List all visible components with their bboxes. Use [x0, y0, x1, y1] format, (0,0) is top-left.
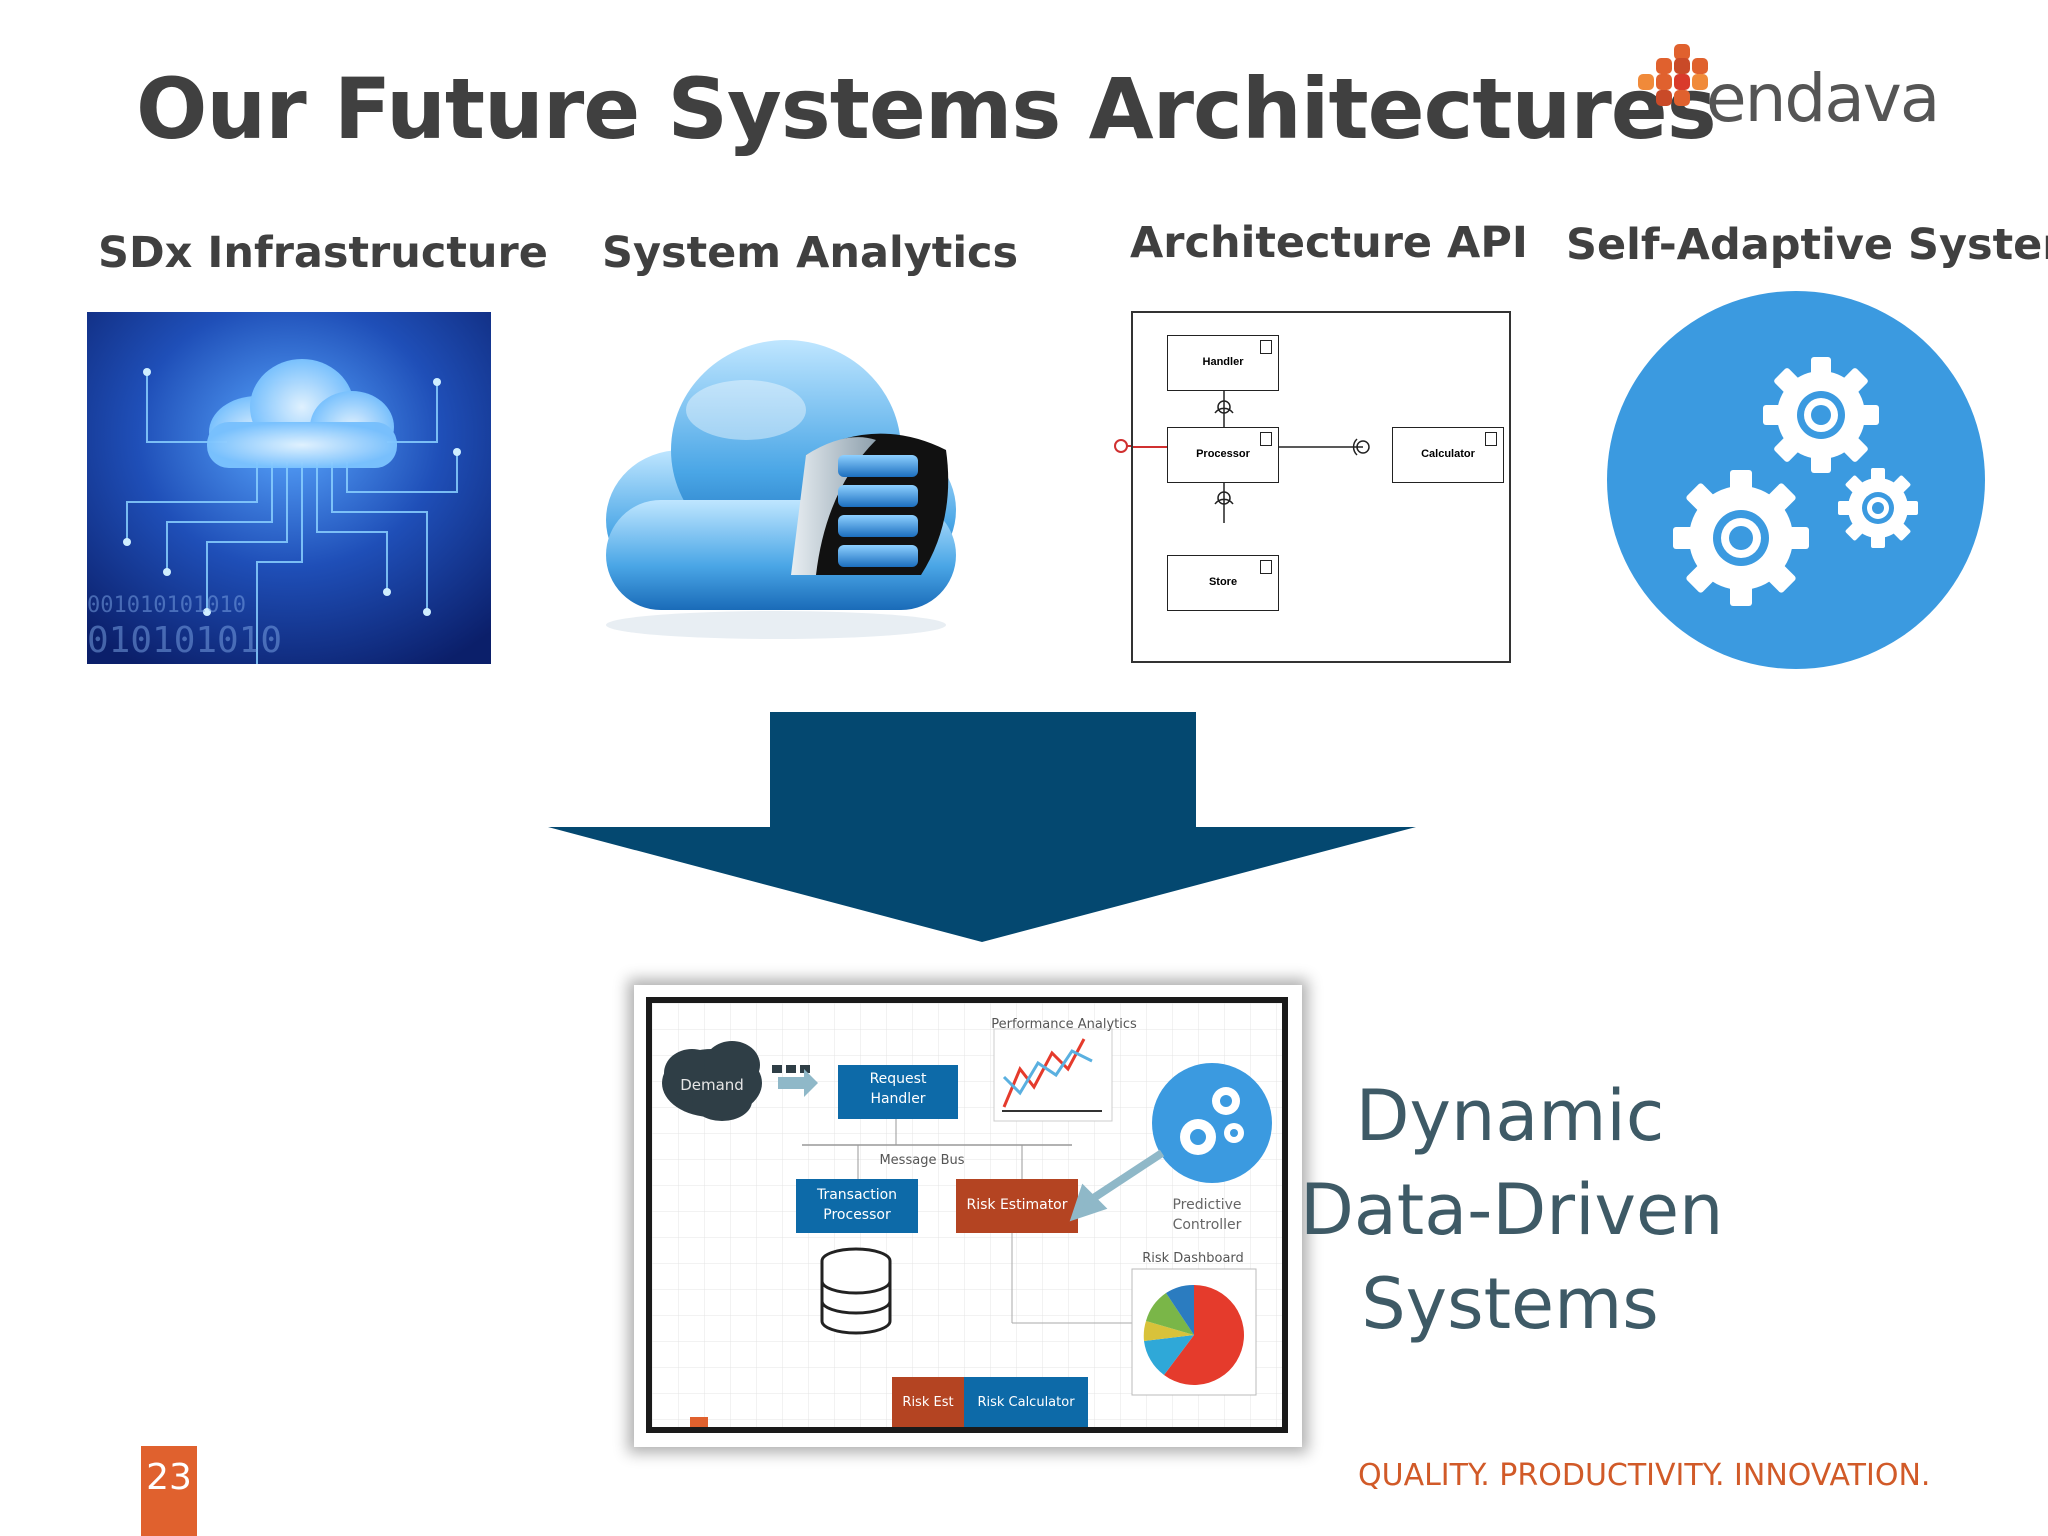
- page-number: 23: [141, 1446, 197, 1536]
- system-analytics-image: [576, 320, 980, 660]
- endava-logo: endava: [1630, 40, 1940, 150]
- transaction-processor-label: Transaction: [816, 1187, 898, 1203]
- risk-estimator-label: Risk Estimator: [966, 1197, 1068, 1213]
- request-handler-label-2: Handler: [870, 1091, 926, 1107]
- component-label: Calculator: [1421, 448, 1475, 460]
- dashboard-screenshot: Demand Request Handler Performance Analy…: [634, 985, 1302, 1447]
- down-arrow-icon: [548, 712, 1416, 942]
- component-icon: [1260, 432, 1272, 446]
- slide-title: Our Future Systems Architectures: [136, 60, 1717, 158]
- tagline: QUALITY. PRODUCTIVITY. INNOVATION.: [1358, 1458, 1931, 1493]
- predictive-controller-label: Predictive: [1172, 1197, 1242, 1213]
- gears-icon: [1607, 291, 1985, 669]
- message-bus-label: Message Bus: [879, 1153, 965, 1168]
- heading-sdx-infrastructure: SDx Infrastructure: [98, 228, 548, 278]
- risk-calculator-label: Risk Calculator: [977, 1395, 1075, 1410]
- result-line-2: Data-Driven: [1300, 1169, 1724, 1251]
- component-label: Processor: [1196, 448, 1250, 460]
- sdx-infrastructure-image: 001010101010 010101010: [87, 312, 491, 664]
- transaction-processor-label-2: Processor: [823, 1207, 891, 1223]
- component-store: Store: [1167, 555, 1279, 611]
- logo-text: endava: [1706, 60, 1940, 137]
- component-label: Store: [1208, 576, 1238, 588]
- component-icon: [1260, 560, 1272, 574]
- demand-label: Demand: [680, 1076, 744, 1094]
- component-icon: [1485, 432, 1497, 446]
- result-line-3: Systems: [1361, 1263, 1659, 1345]
- self-adaptive-gears-image: [1606, 290, 1986, 670]
- heading-architecture-api: Architecture API: [1130, 218, 1528, 268]
- predictive-controller-label-2: Controller: [1172, 1217, 1242, 1233]
- component-processor: Processor: [1167, 427, 1279, 483]
- heading-system-analytics: System Analytics: [602, 228, 1019, 278]
- binary-text-1: 001010101010: [87, 593, 246, 618]
- component-calculator: Calculator: [1392, 427, 1504, 483]
- binary-text-2: 010101010: [87, 620, 282, 661]
- component-label: Handler: [1202, 356, 1244, 368]
- provided-interface-icon: [1114, 439, 1131, 453]
- architecture-api-diagram: Handler Processor Calculator Store: [1114, 311, 1511, 663]
- request-handler-label: Request: [869, 1071, 927, 1087]
- risk-est-label: Risk Est: [902, 1395, 954, 1410]
- performance-analytics-label: Performance Analytics: [991, 1017, 1137, 1032]
- heading-self-adaptive-systems: Self-Adaptive Systems: [1566, 220, 2048, 270]
- component-handler: Handler: [1167, 335, 1279, 391]
- component-icon: [1260, 340, 1272, 354]
- risk-dashboard-label: Risk Dashboard: [1142, 1251, 1244, 1266]
- logo-mark-icon: [1638, 44, 1708, 106]
- result-line-1: Dynamic: [1355, 1075, 1665, 1157]
